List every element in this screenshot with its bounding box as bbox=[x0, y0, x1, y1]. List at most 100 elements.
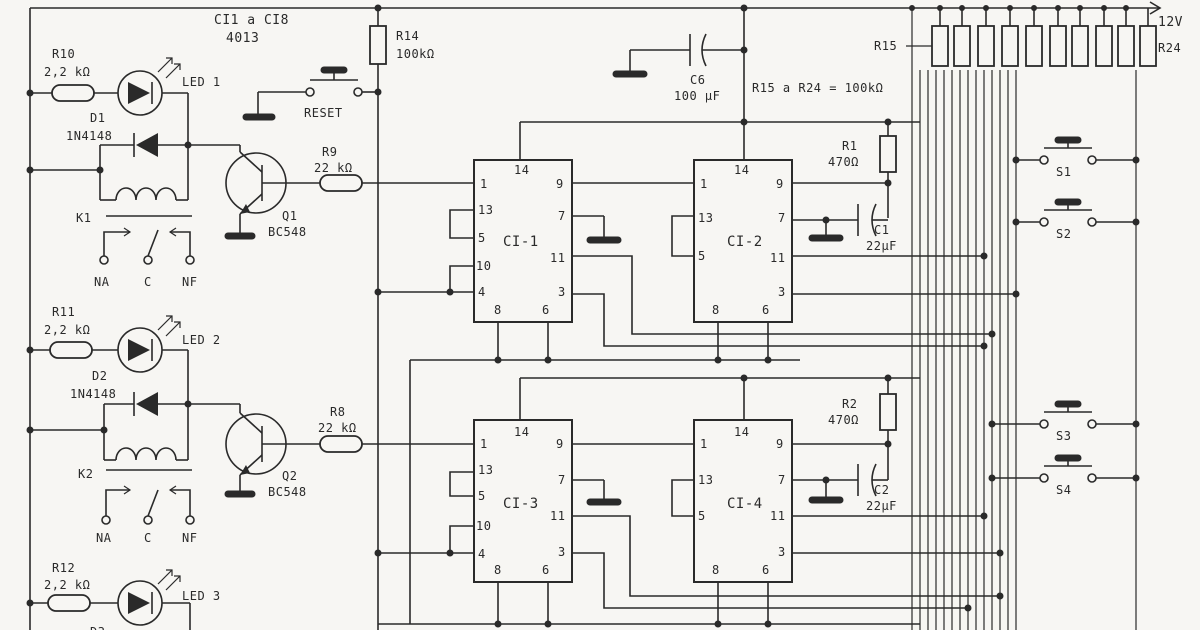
supply-voltage-label: 12V bbox=[1158, 15, 1183, 30]
resistor-r1 bbox=[879, 135, 897, 173]
r12-name: R12 bbox=[52, 561, 75, 575]
ci1-pin14: 14 bbox=[514, 163, 529, 177]
ci2-pin7: 7 bbox=[778, 211, 786, 225]
r24-name: R24 bbox=[1158, 41, 1181, 55]
switch-s4[interactable] bbox=[988, 454, 1140, 483]
ci3-pin14: 14 bbox=[514, 425, 529, 439]
d1-name: D1 bbox=[90, 111, 105, 125]
r14-value: 100kΩ bbox=[396, 47, 435, 61]
d1-diode-icon bbox=[136, 133, 158, 157]
ci2-pin8: 8 bbox=[712, 303, 720, 317]
ci3-pin10: 10 bbox=[476, 519, 491, 533]
resistor-bank-r15-r24 bbox=[931, 8, 1157, 67]
ci1-pin5: 5 bbox=[478, 231, 486, 245]
ci2-pin1: 1 bbox=[700, 177, 708, 191]
switch-s3[interactable] bbox=[988, 400, 1140, 429]
ci4-pin6: 6 bbox=[762, 563, 770, 577]
switch-s2[interactable] bbox=[1012, 198, 1140, 227]
ci3-pin6: 6 bbox=[542, 563, 550, 577]
s4-label: S4 bbox=[1056, 483, 1071, 497]
led2-diode-icon bbox=[128, 339, 150, 361]
relay-k2-coil-icon bbox=[115, 447, 177, 461]
c6-value: 100 µF bbox=[674, 89, 720, 103]
d1-part: 1N4148 bbox=[66, 129, 112, 143]
ic-ci3 bbox=[473, 419, 573, 583]
led3-diode-icon bbox=[128, 592, 150, 614]
ci2-pin14: 14 bbox=[734, 163, 749, 177]
c1-value: 22µF bbox=[866, 239, 897, 253]
ci3-pin13: 13 bbox=[478, 463, 493, 477]
resistor-r11 bbox=[49, 341, 93, 359]
ic-ci1 bbox=[473, 159, 573, 323]
ci3-pin3: 3 bbox=[558, 545, 566, 559]
ci2-pin9: 9 bbox=[776, 177, 784, 191]
ci3-pin1: 1 bbox=[480, 437, 488, 451]
ci1-pin11: 11 bbox=[550, 251, 565, 265]
ci1-pin3: 3 bbox=[558, 285, 566, 299]
ci3-pin7: 7 bbox=[558, 473, 566, 487]
ic-ci4 bbox=[693, 419, 793, 583]
bus-lines bbox=[911, 8, 1137, 630]
k2-nf: NF bbox=[182, 531, 197, 545]
q1-part: BC548 bbox=[268, 225, 307, 239]
q1-name: Q1 bbox=[282, 209, 297, 223]
r1-value: 470Ω bbox=[828, 155, 859, 169]
ci1-pin13: 13 bbox=[478, 203, 493, 217]
ci1-pin7: 7 bbox=[558, 209, 566, 223]
k2-c: C bbox=[144, 531, 152, 545]
resistor-r8 bbox=[319, 435, 363, 453]
c2-value: 22µF bbox=[866, 499, 897, 513]
switch-s1[interactable] bbox=[1012, 136, 1140, 165]
led3-label: LED 3 bbox=[182, 589, 221, 603]
ci4-pin7: 7 bbox=[778, 473, 786, 487]
ci2-pin6: 6 bbox=[762, 303, 770, 317]
r10-value: 2,2 kΩ bbox=[44, 65, 90, 79]
ci3-name: CI-3 bbox=[503, 496, 539, 512]
ci4-pin8: 8 bbox=[712, 563, 720, 577]
ci4-pin3: 3 bbox=[778, 545, 786, 559]
ci2-name: CI-2 bbox=[727, 234, 763, 250]
ci3-pin4: 4 bbox=[478, 547, 486, 561]
r15-name: R15 bbox=[874, 39, 897, 53]
d3-partial-label: D3 bbox=[90, 625, 105, 630]
r8-value: 22 kΩ bbox=[318, 421, 357, 435]
resistor-r9 bbox=[319, 174, 363, 192]
resistor-r12 bbox=[47, 594, 91, 612]
ci4-pin1: 1 bbox=[700, 437, 708, 451]
ci3-pin5: 5 bbox=[478, 489, 486, 503]
led1-label: LED 1 bbox=[182, 75, 221, 89]
q2-name: Q2 bbox=[282, 469, 297, 483]
ci1-pin6: 6 bbox=[542, 303, 550, 317]
ci2-pin11: 11 bbox=[770, 251, 785, 265]
k2-na: NA bbox=[96, 531, 112, 545]
reset-label: RESET bbox=[304, 106, 343, 120]
r10-name: R10 bbox=[52, 47, 75, 61]
ci1-pin8: 8 bbox=[494, 303, 502, 317]
led2-label: LED 2 bbox=[182, 333, 221, 347]
relay-k1-coil-icon bbox=[115, 187, 177, 201]
ci3-pin8: 8 bbox=[494, 563, 502, 577]
ci1-pin10: 10 bbox=[476, 259, 491, 273]
s2-label: S2 bbox=[1056, 227, 1071, 241]
ci4-pin9: 9 bbox=[776, 437, 784, 451]
ci2-pin13: 13 bbox=[698, 211, 713, 225]
k1-nf: NF bbox=[182, 275, 197, 289]
r9-value: 22 kΩ bbox=[314, 161, 353, 175]
supply-arrow-icon bbox=[1149, 1, 1162, 15]
ci4-name: CI-4 bbox=[727, 496, 763, 512]
ic-type-label: 4013 bbox=[226, 31, 259, 46]
resistor-r14 bbox=[369, 25, 387, 65]
c2-name: C2 bbox=[874, 483, 889, 497]
d2-name: D2 bbox=[92, 369, 107, 383]
c6-name: C6 bbox=[690, 73, 705, 87]
led1-diode-icon bbox=[128, 82, 150, 104]
r14-name: R14 bbox=[396, 29, 419, 43]
ci4-pin13: 13 bbox=[698, 473, 713, 487]
s1-label: S1 bbox=[1056, 165, 1071, 179]
r11-name: R11 bbox=[52, 305, 75, 319]
q2-part: BC548 bbox=[268, 485, 307, 499]
resistor-bank-note: R15 a R24 = 100kΩ bbox=[752, 81, 883, 95]
d2-diode-icon bbox=[136, 392, 158, 416]
r8-name: R8 bbox=[330, 405, 345, 419]
